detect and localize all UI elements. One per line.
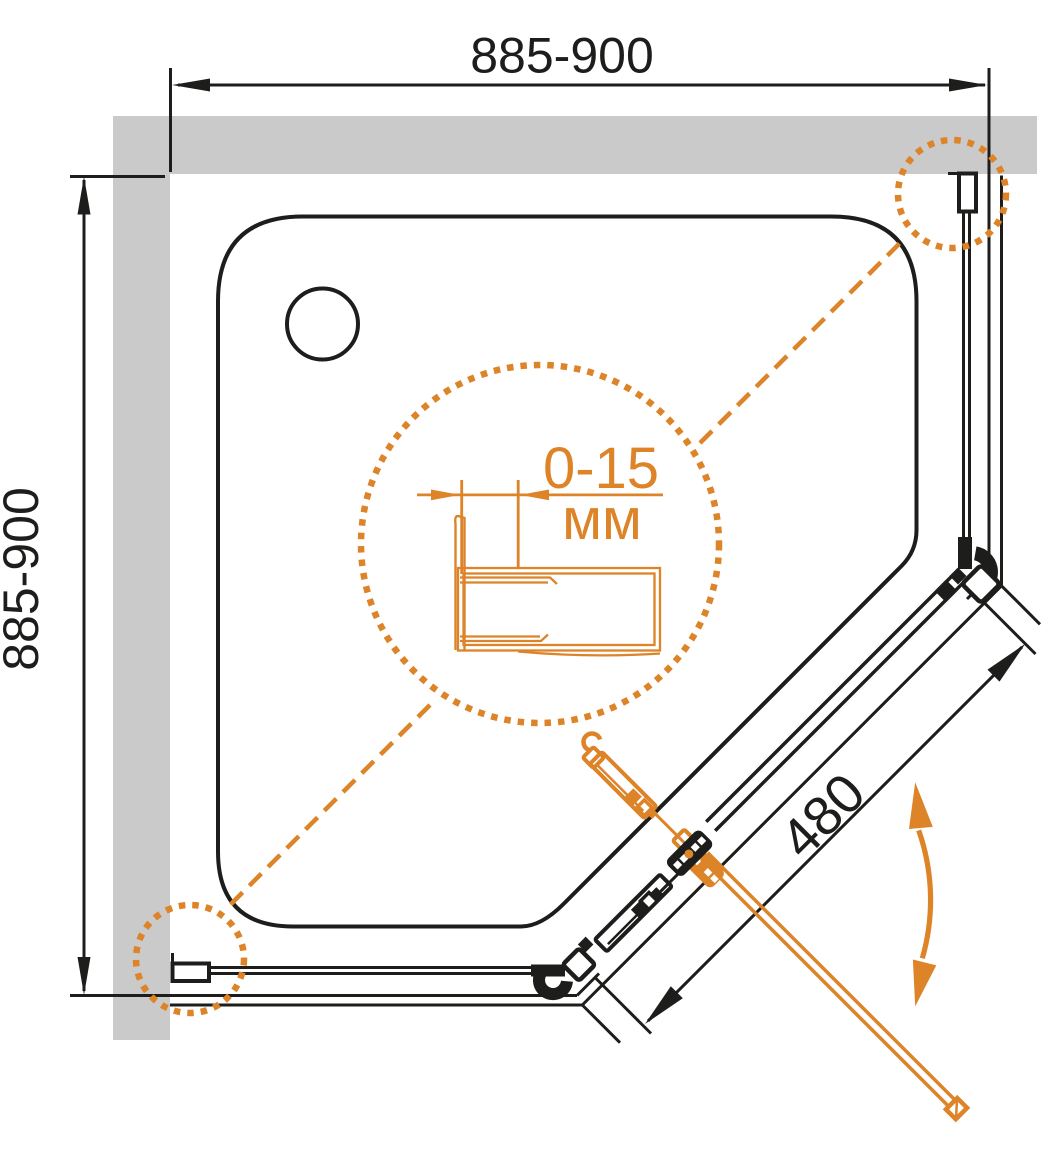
svg-text:885-900: 885-900 [0,487,49,671]
svg-text:0-15: 0-15 [543,436,659,501]
svg-text:480: 480 [768,761,877,870]
svg-text:885-900: 885-900 [470,28,654,84]
svg-text:мм: мм [562,487,642,552]
